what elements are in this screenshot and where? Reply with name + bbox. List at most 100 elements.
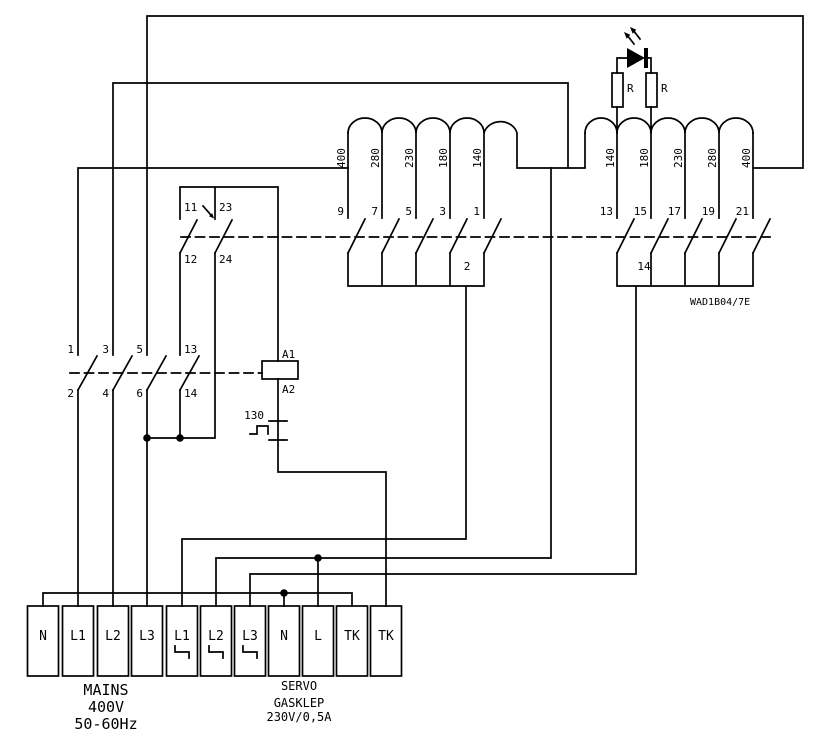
- aux-contact-arrowhead: [209, 213, 214, 219]
- contactor-pole-label: 2: [67, 387, 74, 400]
- aux-contact-label: 24: [219, 253, 233, 266]
- junction-dot: [143, 434, 151, 442]
- terminal-box: [96, 605, 130, 677]
- terminal-label: L2: [105, 629, 121, 644]
- contactor-pole-label: 6: [136, 387, 143, 400]
- right-bank-tap-lines: [616, 132, 754, 219]
- selector-contact-label: 15: [634, 205, 647, 218]
- selector-common-label: 2: [464, 260, 471, 273]
- terminal-box: [165, 605, 199, 677]
- thermal-contact-symbol: [249, 420, 288, 441]
- led-arrowhead: [624, 32, 631, 39]
- wire-interlink-to-servo-l: [215, 167, 552, 607]
- tap-label: 230: [403, 148, 416, 168]
- tap-label: 230: [672, 148, 685, 168]
- selector-contact-label: 1: [473, 205, 480, 218]
- terminal-box: [61, 605, 95, 677]
- led-cathode-bar: [644, 48, 648, 68]
- wire-phase-l3-top-loop: [146, 15, 804, 356]
- tap-label: 400: [335, 148, 348, 168]
- junction-dots: [143, 434, 322, 597]
- selector-contact-label: 17: [668, 205, 681, 218]
- terminal-box: [369, 605, 403, 677]
- led-branch-wires: [616, 57, 652, 134]
- selector-contact-label: 19: [702, 205, 715, 218]
- right-bank-switch-blades: [615, 217, 772, 255]
- terminal-label: N: [39, 629, 47, 644]
- aux-contact-label: 23: [219, 201, 232, 214]
- resistor-label: R: [661, 82, 668, 95]
- resistor-left-body: [611, 72, 624, 108]
- selector-common-label: 14: [637, 260, 651, 273]
- contactor-pole-label: 5: [136, 343, 143, 356]
- tap-label: 140: [471, 148, 484, 168]
- transformer-winding-right: [584, 117, 754, 134]
- selector-contact-label: 3: [439, 205, 446, 218]
- terminal-label: L1: [174, 629, 190, 644]
- led-arrowhead: [630, 27, 637, 34]
- control-circuit-wires: [77, 186, 387, 607]
- aux-contact-label: 12: [184, 253, 197, 266]
- terminal-box: [26, 605, 60, 677]
- terminal-label: N: [280, 629, 288, 644]
- junction-dot: [314, 554, 322, 562]
- left-bank-switch-blades: [346, 217, 503, 255]
- servo-caption-line: GASKLEP: [274, 696, 325, 710]
- tap-label: 280: [369, 148, 382, 168]
- terminal-label: L3: [242, 629, 258, 644]
- selector-contact-label: 21: [736, 205, 749, 218]
- terminal-label: TK: [378, 629, 394, 644]
- led-icon: [209, 27, 648, 219]
- right-bank-common-bus: [249, 252, 754, 607]
- mains-caption-line: 400V: [88, 698, 124, 716]
- terminal-strip: [26, 605, 403, 677]
- left-bank-common-bus: [181, 252, 485, 607]
- tap-label: 400: [740, 148, 753, 168]
- transformer-winding-left: [347, 117, 586, 169]
- tap-label: 180: [437, 148, 450, 168]
- contactor-aux-label: 14: [184, 387, 198, 400]
- junction-dot: [176, 434, 184, 442]
- led-triangle: [627, 48, 645, 68]
- model-label: WAD1B04/7E: [690, 297, 750, 308]
- terminal-box: [233, 605, 267, 677]
- tap-label: 140: [604, 148, 617, 168]
- resistor-right-body: [645, 72, 658, 108]
- contactor-pole-label: 4: [102, 387, 109, 400]
- servo-caption-line: SERVO: [281, 679, 317, 693]
- mains-caption-line: 50-60Hz: [74, 715, 137, 733]
- terminal-label: L1: [70, 629, 86, 644]
- terminal-label: TK: [344, 629, 360, 644]
- wire-phase-l2-to-interlink: [112, 82, 569, 356]
- tap-label: 180: [638, 148, 651, 168]
- mains-caption-line: MAINS: [83, 681, 128, 699]
- terminal-box: [199, 605, 233, 677]
- neutral-bus: [42, 592, 353, 607]
- terminal-box: [335, 605, 369, 677]
- thermal-contact-label: 130: [244, 409, 264, 422]
- contactor-pole-label: 3: [102, 343, 109, 356]
- coil-box: [261, 360, 299, 380]
- wire-phase-l1-to-left-bank: [77, 167, 349, 356]
- aux-contact-label: 11: [184, 201, 197, 214]
- terminal-label: L3: [139, 629, 155, 644]
- terminal-box: [130, 605, 164, 677]
- terminal-box: [267, 605, 301, 677]
- coil-terminal-label: A2: [282, 383, 295, 396]
- coil-terminal-label: A1: [282, 348, 295, 361]
- servo-caption-line: 230V/0,5A: [266, 710, 332, 724]
- selector-contact-label: 9: [337, 205, 344, 218]
- terminal-label: L: [314, 629, 322, 644]
- selector-contact-label: 5: [405, 205, 412, 218]
- terminal-link-symbols: [174, 645, 258, 659]
- resistor-label: R: [627, 82, 634, 95]
- selector-contact-label: 7: [371, 205, 378, 218]
- left-bank-tap-lines: [347, 132, 485, 219]
- selector-contact-label: 13: [600, 205, 613, 218]
- contactor-aux-label: 13: [184, 343, 197, 356]
- junction-dot: [280, 589, 288, 597]
- terminal-label: L2: [208, 629, 224, 644]
- contactor-pole-label: 1: [67, 343, 74, 356]
